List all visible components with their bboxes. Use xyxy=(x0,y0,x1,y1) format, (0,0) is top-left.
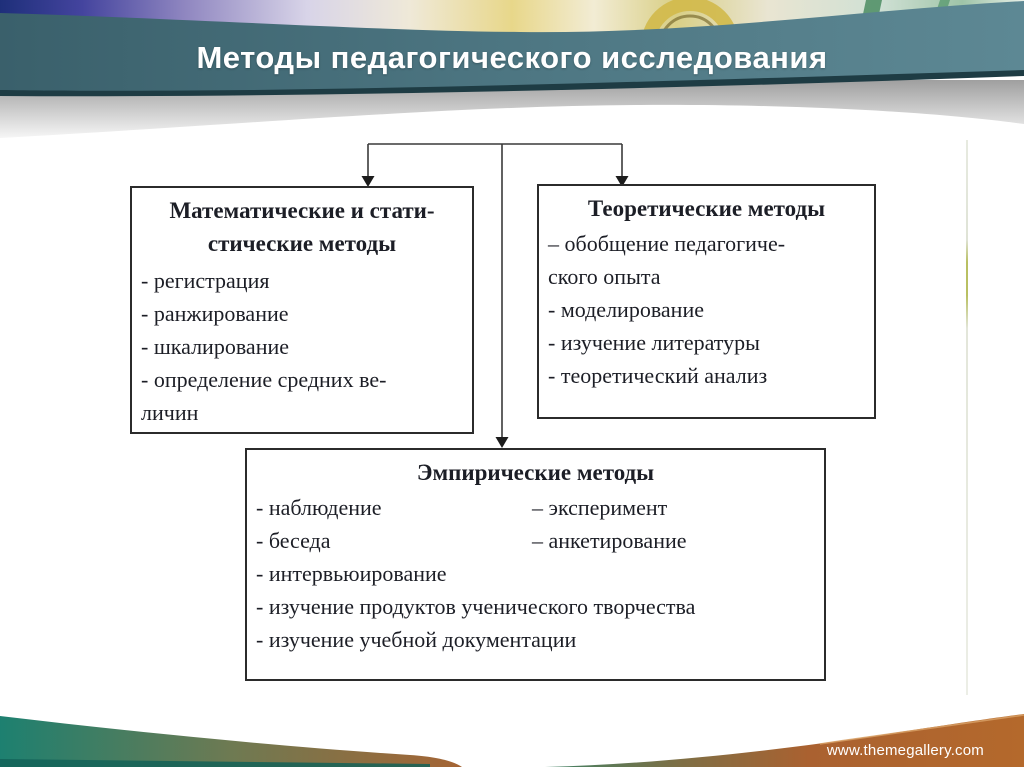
theoretical-methods-box: Теоретические методы – обобщение педагог… xyxy=(537,184,876,419)
empirical-item: - беседа xyxy=(256,528,331,553)
theory-item: - моделирование xyxy=(548,297,704,322)
math-title-line2: стические методы xyxy=(207,231,397,256)
empirical-row: - беседа – анкетирование xyxy=(247,524,824,557)
banner-shape xyxy=(0,1,1024,91)
theory-item-continuation: ского опыта xyxy=(548,264,661,289)
theory-item: - изучение литературы xyxy=(548,330,760,355)
empirical-item: - изучение учебной документации xyxy=(256,627,577,652)
math-item: - шкалирование xyxy=(141,334,290,359)
empirical-methods-box: Эмпирические методы - наблюдение – экспе… xyxy=(245,448,826,681)
footer-teal-wedge xyxy=(0,716,462,767)
theoretical-methods-title: Теоретические методы xyxy=(587,196,826,221)
empirical-item: – анкетирование xyxy=(532,528,687,553)
empirical-methods-title: Эмпирические методы xyxy=(416,460,655,485)
header-banner-art xyxy=(0,0,1024,152)
footer-url: www.themegallery.com xyxy=(826,742,984,759)
theory-item: - теоретический анализ xyxy=(548,363,768,388)
empirical-row: - наблюдение – эксперимент xyxy=(247,491,824,524)
footer-orange-highlight xyxy=(819,714,1024,745)
footer-swoosh xyxy=(0,714,1024,767)
footer-orange-wedge xyxy=(545,714,1024,767)
accent-line xyxy=(966,140,968,695)
math-title-line1: Математические и стати- xyxy=(169,198,435,223)
theory-item: – обобщение педагогиче- xyxy=(548,231,786,256)
math-item-continuation: личин xyxy=(141,400,199,425)
math-item: - регистрация xyxy=(141,268,270,293)
footer-dark-strip xyxy=(0,759,430,767)
math-methods-title: Математические и стати- стические методы xyxy=(132,188,472,260)
arrowhead-center xyxy=(495,437,509,448)
math-item: - определение средних ве- xyxy=(141,367,387,392)
slide-title: Методы педагогического исследования xyxy=(196,40,828,75)
empirical-item: - наблюдение xyxy=(256,495,382,520)
empirical-item: – эксперимент xyxy=(532,495,668,520)
empirical-item: - изучение продуктов ученического творче… xyxy=(256,594,696,619)
math-methods-box: Математические и стати- стические методы… xyxy=(130,186,474,434)
math-item: - ранжирование xyxy=(141,301,289,326)
empirical-item: - интервьюирование xyxy=(256,561,447,586)
white-panel-curve xyxy=(0,104,1024,152)
